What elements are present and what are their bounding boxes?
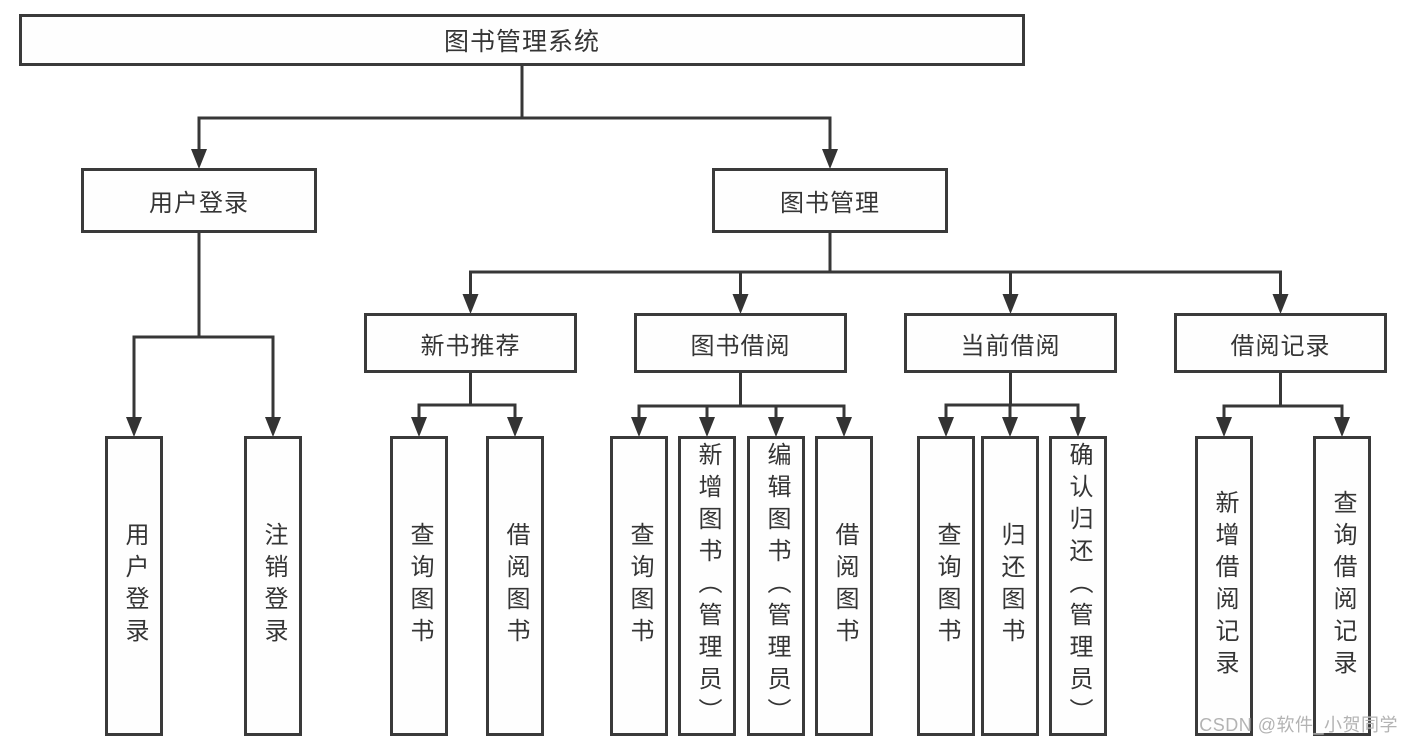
edge-leaf-user-login-arrowhead-icon xyxy=(126,417,142,437)
node-leaf-confirm-return: 确认归还（管理员） xyxy=(1049,436,1107,736)
edge-user-login-arrowhead-icon xyxy=(191,149,207,169)
node-leaf-query-borrow-record: 查询借阅记录 xyxy=(1313,436,1371,736)
node-leaf-query-books-2-label: 查询图书 xyxy=(626,522,653,650)
edge-leaf-logout-arrowhead-icon xyxy=(265,417,281,437)
node-book-mgmt-label: 图书管理 xyxy=(780,190,880,217)
edge-leaf-query-borrow-record-arrowhead-icon xyxy=(1334,417,1350,437)
edge-leaf-add-book-arrowhead-icon xyxy=(699,417,715,437)
node-leaf-user-login: 用户登录 xyxy=(105,436,163,736)
node-leaf-query-borrow-record-label: 查询借阅记录 xyxy=(1329,490,1356,682)
node-leaf-borrow-books-1-label: 借阅图书 xyxy=(502,522,529,650)
node-leaf-edit-book: 编辑图书（管理员） xyxy=(747,436,805,736)
node-leaf-return-book-label: 归还图书 xyxy=(997,522,1024,650)
node-leaf-query-books-2: 查询图书 xyxy=(610,436,668,736)
node-leaf-query-books-3: 查询图书 xyxy=(917,436,975,736)
node-leaf-borrow-books-2: 借阅图书 xyxy=(815,436,873,736)
node-book-borrow: 图书借阅 xyxy=(634,313,847,373)
node-leaf-query-books-1: 查询图书 xyxy=(390,436,448,736)
edge-leaf-edit-book-arrowhead-icon xyxy=(768,417,784,437)
node-leaf-return-book: 归还图书 xyxy=(981,436,1039,736)
node-leaf-borrow-books-2-label: 借阅图书 xyxy=(831,522,858,650)
node-new-book-rec: 新书推荐 xyxy=(364,313,577,373)
edge-leaf-return-book-arrowhead-icon xyxy=(1002,417,1018,437)
edge-current-borrow-arrowhead-icon xyxy=(1002,294,1019,314)
node-leaf-confirm-return-label: 确认归还（管理员） xyxy=(1065,442,1092,730)
edge-book-borrow-arrowhead-icon xyxy=(732,294,749,314)
node-root-label: 图书管理系统 xyxy=(443,28,600,56)
edge-leaf-query-books-3-arrowhead-icon xyxy=(938,417,954,437)
edge-leaf-confirm-return-arrowhead-icon xyxy=(1070,417,1086,437)
watermark: CSDN @软件_小贺同学 xyxy=(1199,715,1398,735)
edge-leaf-add-borrow-record-arrowhead-icon xyxy=(1216,417,1232,437)
node-user-login: 用户登录 xyxy=(81,168,317,233)
node-borrow-records: 借阅记录 xyxy=(1174,313,1387,373)
node-leaf-add-book-label: 新增图书（管理员） xyxy=(694,442,721,730)
node-book-borrow-label: 图书借阅 xyxy=(690,332,791,360)
node-leaf-logout: 注销登录 xyxy=(244,436,302,736)
node-leaf-edit-book-label: 编辑图书（管理员） xyxy=(763,442,790,730)
node-leaf-add-borrow-record-label: 新增借阅记录 xyxy=(1211,490,1238,682)
node-leaf-logout-label: 注销登录 xyxy=(260,522,287,650)
node-leaf-add-borrow-record: 新增借阅记录 xyxy=(1195,436,1253,736)
edge-leaf-borrow-books-1-arrowhead-icon xyxy=(507,417,523,437)
node-leaf-borrow-books-1: 借阅图书 xyxy=(486,436,544,736)
edge-leaf-borrow-books-2-arrowhead-icon xyxy=(836,417,852,437)
node-leaf-query-books-3-label: 查询图书 xyxy=(933,522,960,650)
node-new-book-rec-label: 新书推荐 xyxy=(420,332,521,360)
node-leaf-user-login-label: 用户登录 xyxy=(121,522,148,650)
node-user-login-label: 用户登录 xyxy=(149,190,249,217)
node-leaf-add-book: 新增图书（管理员） xyxy=(678,436,736,736)
node-current-borrow: 当前借阅 xyxy=(904,313,1117,373)
node-current-borrow-label: 当前借阅 xyxy=(960,332,1061,360)
node-book-mgmt: 图书管理 xyxy=(712,168,948,233)
edge-new-book-rec-arrowhead-icon xyxy=(462,294,479,314)
edge-borrow-records-arrowhead-icon xyxy=(1272,294,1289,314)
node-leaf-query-books-1-label: 查询图书 xyxy=(406,522,433,650)
edge-book-mgmt-arrowhead-icon xyxy=(822,149,838,169)
node-borrow-records-label: 借阅记录 xyxy=(1230,332,1331,360)
node-root: 图书管理系统 xyxy=(19,14,1025,66)
edge-leaf-query-books-1-arrowhead-icon xyxy=(411,417,427,437)
edge-leaf-query-books-2-arrowhead-icon xyxy=(631,417,647,437)
